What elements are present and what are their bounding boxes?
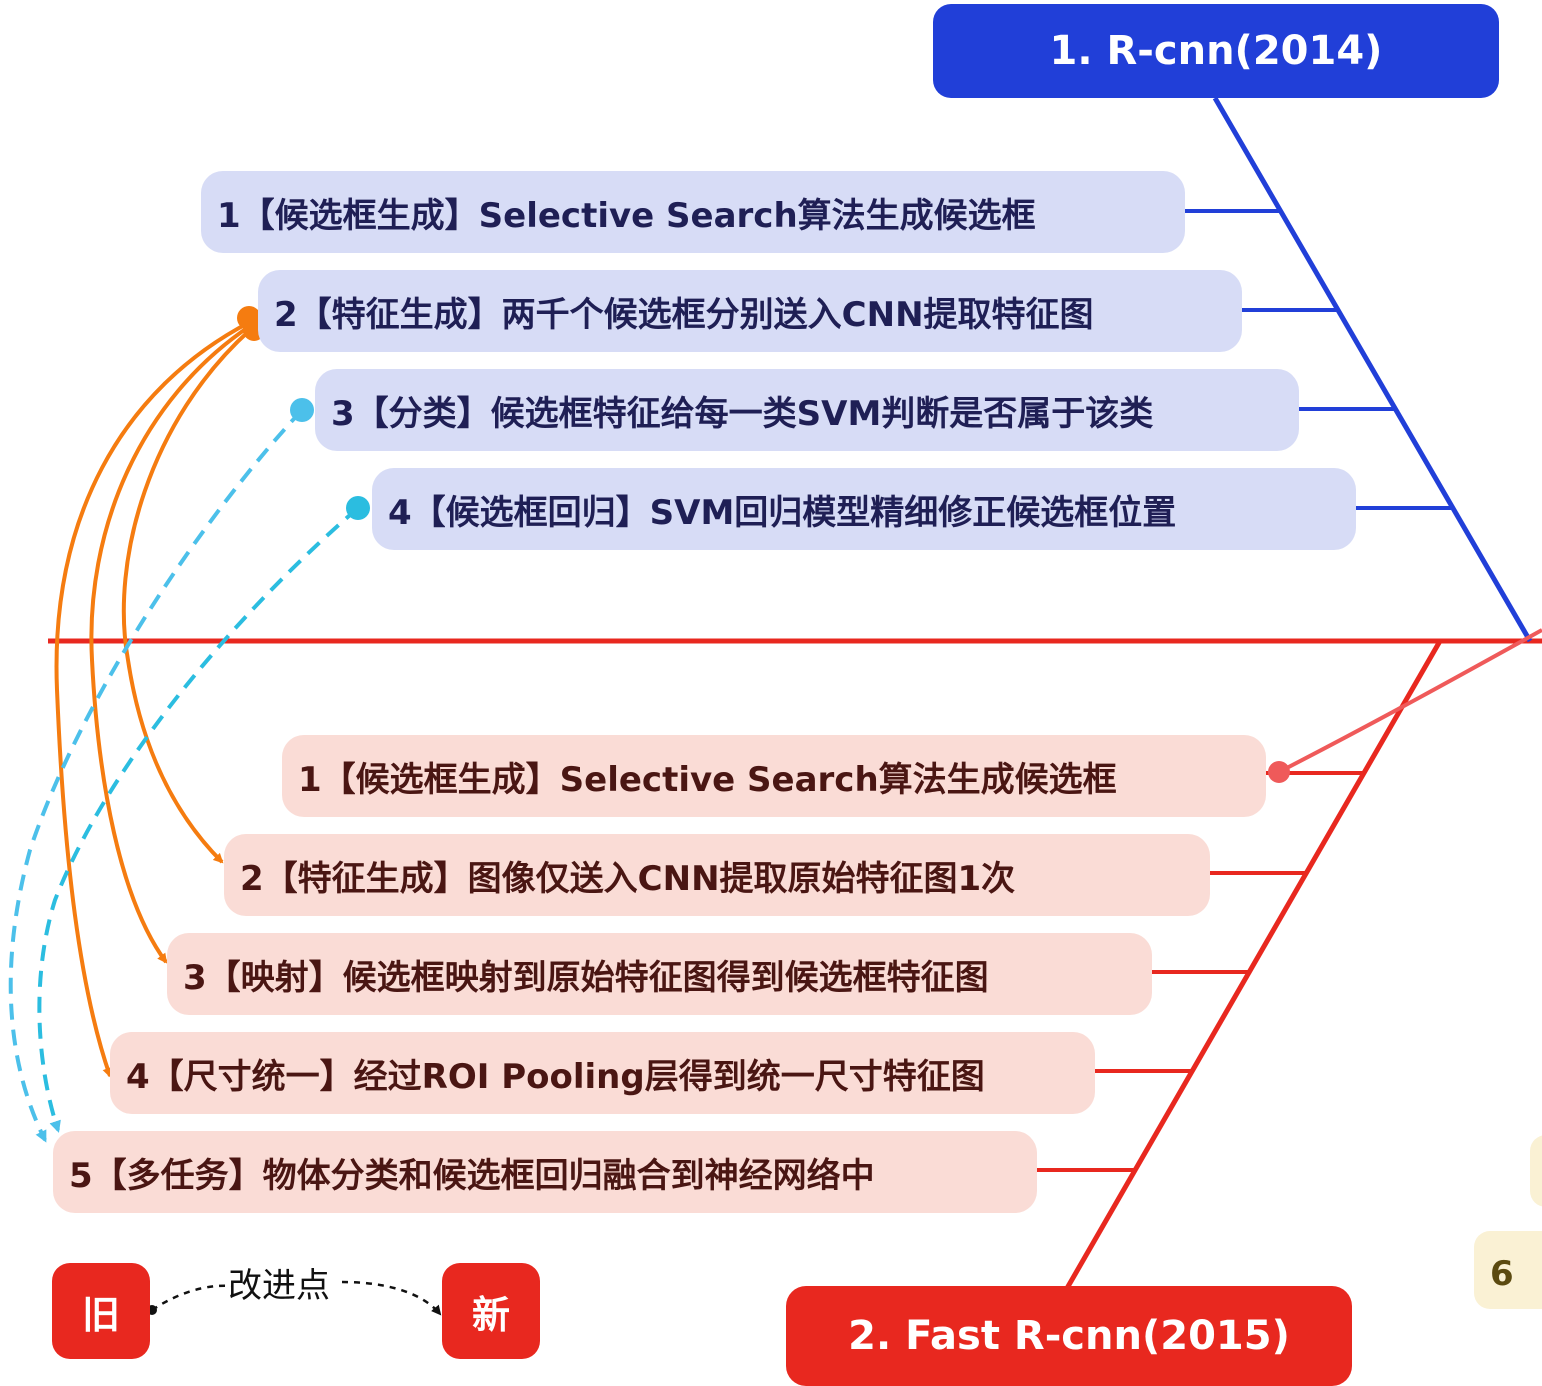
cyan-start-dot-2 — [346, 496, 370, 520]
orange-arrow-to-fast-2 — [121, 328, 252, 864]
same-step-link — [1278, 628, 1542, 774]
legend-old-box: 旧 — [52, 1263, 150, 1359]
cyan-start-dot-1 — [290, 398, 314, 422]
orange-arrow-to-fast-3 — [89, 324, 252, 964]
legend-arrow — [151, 1280, 440, 1314]
rcnn-item-1: 1【候选框生成】Selective Search算法生成候选框 — [201, 171, 1185, 253]
cyan-arrow-from-rcnn-3 — [8, 408, 304, 1143]
fast-rcnn-title: 2. Fast R-cnn(2015) — [786, 1286, 1352, 1386]
fast-item-3: 3【映射】候选框映射到原始特征图得到候选框特征图 — [167, 933, 1152, 1015]
fast-item-2: 2【特征生成】图像仅送入CNN提取原始特征图1次 — [224, 834, 1210, 916]
cyan-arrow-from-rcnn-4 — [37, 506, 360, 1133]
legend-arrow-label: 改进点 — [228, 1266, 330, 1306]
legend-new-box: 新 — [442, 1263, 540, 1359]
orange-arrow-to-fast-4 — [54, 320, 251, 1078]
fast-item-4: 4【尺寸统一】经过ROI Pooling层得到统一尺寸特征图 — [110, 1032, 1095, 1114]
rcnn-title: 1. R-cnn(2014) — [933, 4, 1499, 98]
same-step-dot — [1268, 761, 1290, 783]
rcnn-item-2: 2【特征生成】两千个候选框分别送入CNN提取特征图 — [258, 270, 1242, 352]
rcnn-item-3: 3【分类】候选框特征给每一类SVM判断是否属于该类 — [315, 369, 1299, 451]
fast-item-5: 5【多任务】物体分类和候选框回归融合到神经网络中 — [53, 1131, 1037, 1213]
rcnn-item-4: 4【候选框回归】SVM回归模型精细修正候选框位置 — [372, 468, 1356, 550]
fast-item-1: 1【候选框生成】Selective Search算法生成候选框 — [282, 735, 1266, 817]
partial-node-6: 6 【 — [1474, 1231, 1542, 1309]
partial-node-top — [1530, 1135, 1542, 1207]
rcnn-branch-line — [1212, 96, 1533, 643]
fast-branch-line — [1063, 639, 1443, 1292]
